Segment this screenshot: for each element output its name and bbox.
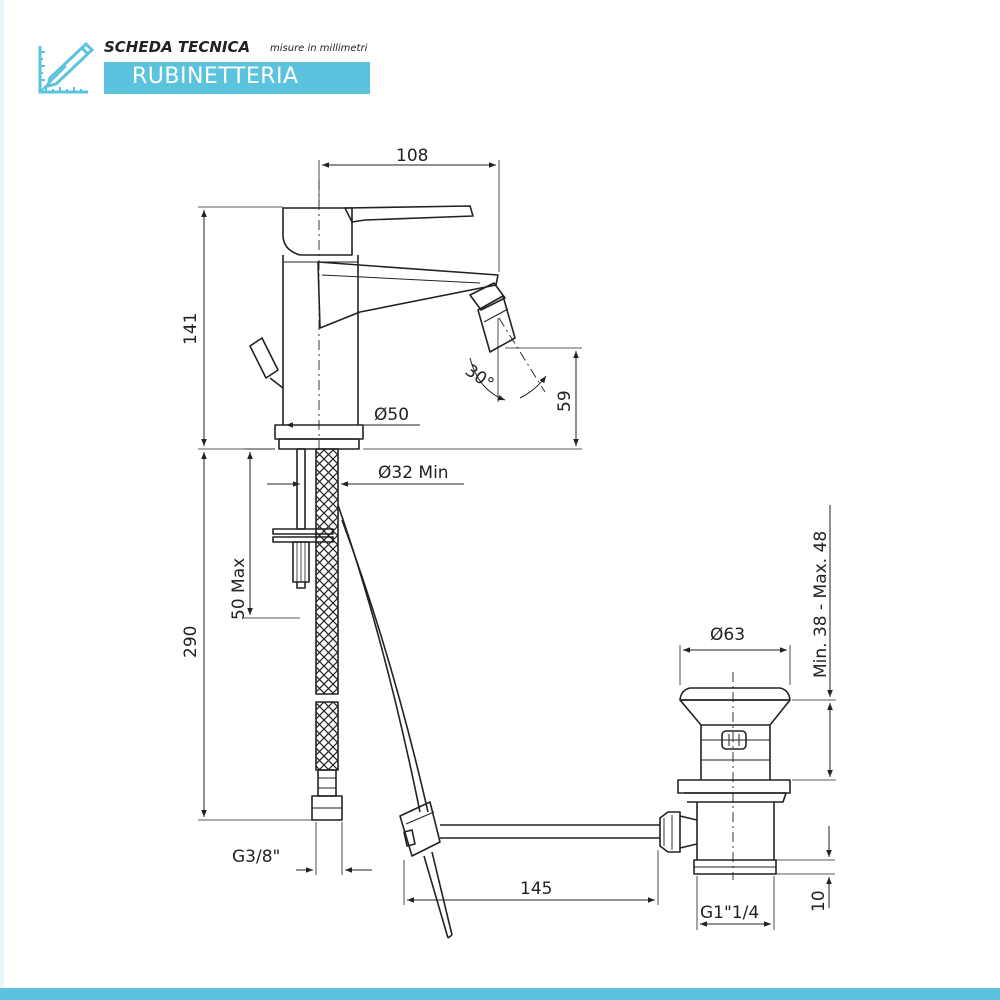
label-50-max: 50 Max [229,558,249,620]
dimension-59 [363,347,582,450]
dimension-145 [403,850,659,905]
label-59: 59 [555,390,575,412]
pop-up-rod [337,504,660,939]
label-g38: G3/8" [232,847,280,867]
dimension-diameter-63 [679,645,791,685]
dimension-g38 [296,822,372,875]
dimension-g114 [696,876,775,930]
dimension-108 [318,160,500,272]
label-145: 145 [520,879,552,899]
category-band: RUBINETTERIA [104,62,370,94]
dimension-10 [776,826,835,908]
label-diameter-50: Ø50 [374,405,409,425]
label-10: 10 [809,890,829,912]
ruler-pencil-icon [38,41,94,94]
label-g114: G1"1/4 [700,903,759,923]
left-edge-strip [0,0,4,1000]
dimension-labels: 108 141 30° 59 Ø50 Ø32 Min 50 Max 290 G3… [181,146,831,923]
label-min-38-max-48: Min. 38 - Max. 48 [811,531,831,678]
label-diameter-63: Ø63 [710,625,745,645]
sheet-title: SCHEDA TECNICA [104,38,251,56]
dimension-angle-30 [469,318,547,402]
dimension-141 [198,206,283,450]
dimension-50-max [244,448,300,619]
footer-accent-bar [0,988,1000,1000]
label-30-degrees: 30° [461,361,497,395]
label-141: 141 [181,313,201,345]
dimension-38-48 [792,505,836,781]
category-label: RUBINETTERIA [132,64,299,89]
label-290: 290 [181,626,201,658]
label-108: 108 [396,146,428,166]
flexible-hose [311,448,343,821]
center-lines [318,180,734,880]
pop-up-waste [659,687,791,875]
dimension-290 [198,452,312,821]
sheet-subtitle: misure in millimetri [270,43,368,54]
label-hole-32-min: Ø32 Min [378,463,449,483]
